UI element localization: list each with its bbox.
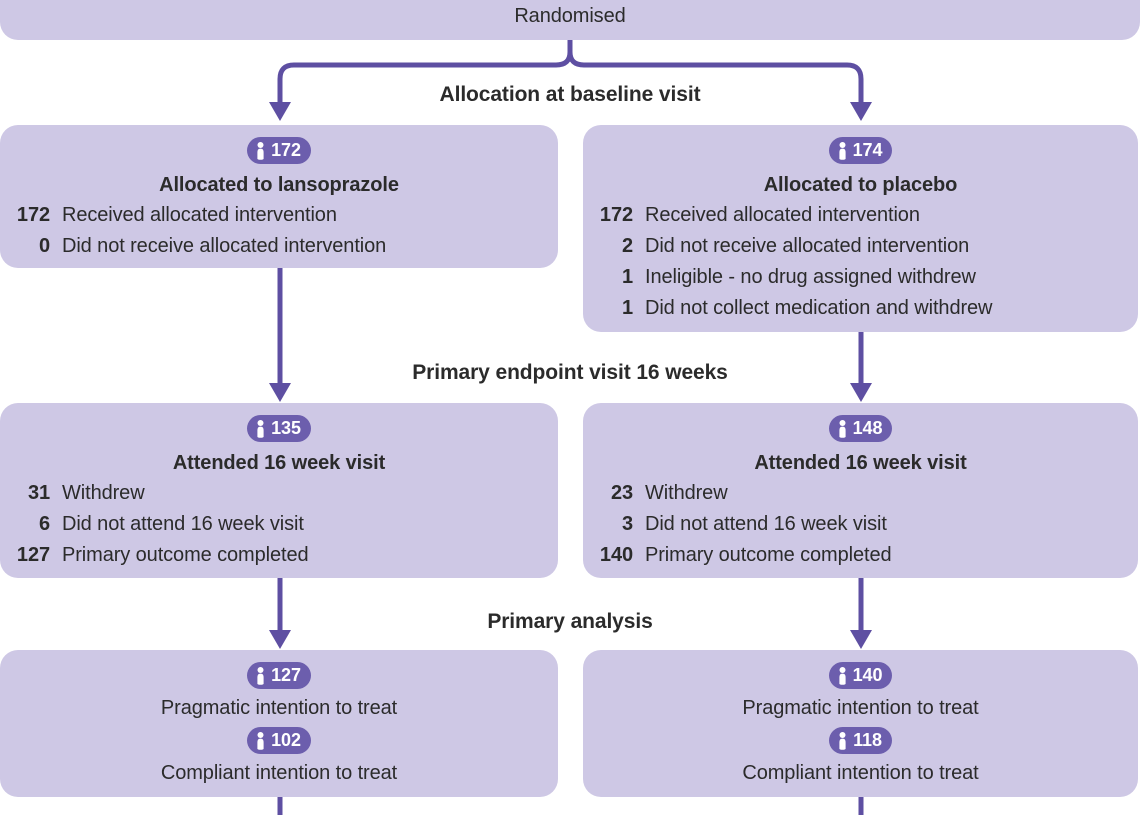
stat-label: Did not receive allocated intervention <box>645 235 970 257</box>
stat-label: Received allocated intervention <box>645 204 920 226</box>
stat-number: 23 <box>610 482 633 504</box>
count-value: 102 <box>271 730 301 750</box>
stat-label: Did not receive allocated intervention <box>62 235 387 257</box>
person-icon <box>839 731 846 750</box>
count-value: 172 <box>271 140 301 160</box>
box-title: Allocated to lansoprazole <box>159 174 399 196</box>
allocation-box-placebo: 174 Allocated to placebo 172 Received al… <box>583 125 1138 332</box>
stat-number: 172 <box>599 204 633 226</box>
stat-row: 6 Did not attend 16 week visit <box>8 509 558 540</box>
branch-line-right <box>567 38 864 103</box>
stat-row: 3 Did not attend 16 week visit <box>591 509 1138 540</box>
person-icon <box>839 419 846 438</box>
arrowhead-analysis-left <box>269 630 291 649</box>
section-label-analysis: Primary analysis <box>487 610 653 633</box>
stat-label: Did not attend 16 week visit <box>645 513 887 535</box>
stat-label: Withdrew <box>645 482 728 504</box>
stat-row: 0 Did not receive allocated intervention <box>8 231 558 262</box>
endpoint-box-lansoprazole: 135 Attended 16 week visit 31 Withdrew 6… <box>0 403 558 578</box>
stat-label: Primary outcome completed <box>62 544 309 566</box>
analysis-label: Pragmatic intention to treat <box>742 697 979 719</box>
stats-list: 31 Withdrew 6 Did not attend 16 week vis… <box>0 478 558 571</box>
participant-count-badge: 102 <box>247 727 311 754</box>
section-label-allocation: Allocation at baseline visit <box>439 83 701 106</box>
analysis-box-lansoprazole: 127 Pragmatic intention to treat 102 Com… <box>0 650 558 797</box>
participant-count-badge: 127 <box>247 662 311 689</box>
stat-row: 23 Withdrew <box>591 478 1138 509</box>
stat-row: 31 Withdrew <box>8 478 558 509</box>
person-icon <box>257 666 264 685</box>
count-value: 140 <box>852 665 883 685</box>
arrowhead-allocation-left <box>269 102 291 121</box>
stat-row: 1 Did not collect medication and withdre… <box>591 293 1138 324</box>
stat-row: 172 Received allocated intervention <box>591 200 1138 231</box>
box-title: Allocated to placebo <box>763 174 958 196</box>
stat-row: 1 Ineligible - no drug assigned withdrew <box>591 262 1138 293</box>
count-value: 174 <box>852 140 883 160</box>
randomised-label: Randomised <box>514 5 626 27</box>
stat-number: 0 <box>38 235 50 257</box>
stat-label: Did not attend 16 week visit <box>62 513 304 535</box>
stat-label: Did not collect medication and withdrew <box>645 297 993 319</box>
stat-label: Received allocated intervention <box>62 204 337 226</box>
stat-number: 6 <box>38 513 50 535</box>
stat-number: 1 <box>621 297 633 319</box>
count-value: 127 <box>271 665 301 685</box>
person-icon <box>839 666 846 685</box>
count-value: 148 <box>852 418 883 438</box>
stat-number: 140 <box>599 544 633 566</box>
stat-label: Ineligible - no drug assigned withdrew <box>645 266 976 288</box>
stats-list: 172 Received allocated intervention 0 Di… <box>0 200 558 262</box>
stat-label: Withdrew <box>62 482 145 504</box>
stat-number: 127 <box>16 544 50 566</box>
analysis-label: Compliant intention to treat <box>160 762 398 784</box>
participant-count-badge: 174 <box>828 137 893 164</box>
randomised-box: Randomised <box>0 0 1140 40</box>
stat-row: 127 Primary outcome completed <box>8 540 558 571</box>
count-value: 118 <box>853 730 882 750</box>
participant-count-badge: 148 <box>828 415 893 442</box>
participant-count-badge: 118 <box>829 727 892 754</box>
stat-number: 2 <box>621 235 633 257</box>
person-icon <box>839 141 846 160</box>
stat-row: 172 Received allocated intervention <box>8 200 558 231</box>
endpoint-box-placebo: 148 Attended 16 week visit 23 Withdrew 3… <box>583 403 1138 578</box>
arrowhead-analysis-right <box>850 630 872 649</box>
box-title: Attended 16 week visit <box>172 452 386 474</box>
stat-row: 2 Did not receive allocated intervention <box>591 231 1138 262</box>
allocation-box-lansoprazole: 172 Allocated to lansoprazole 172 Receiv… <box>0 125 558 268</box>
stats-list: 172 Received allocated intervention 2 Di… <box>583 200 1138 324</box>
analysis-label: Pragmatic intention to treat <box>160 697 398 719</box>
section-label-endpoint: Primary endpoint visit 16 weeks <box>412 361 728 384</box>
stat-number: 3 <box>621 513 633 535</box>
person-icon <box>257 419 264 438</box>
analysis-box-placebo: 140 Pragmatic intention to treat 118 Com… <box>583 650 1138 797</box>
arrowhead-endpoint-right <box>850 383 872 402</box>
stat-label: Primary outcome completed <box>645 544 892 566</box>
stat-number: 31 <box>27 482 50 504</box>
person-icon <box>257 731 264 750</box>
person-icon <box>257 141 264 160</box>
stats-list: 23 Withdrew 3 Did not attend 16 week vis… <box>583 478 1138 571</box>
arrowhead-endpoint-left <box>269 383 291 402</box>
stat-number: 172 <box>16 204 50 226</box>
stat-number: 1 <box>621 266 633 288</box>
arrowhead-allocation-right <box>850 102 872 121</box>
participant-count-badge: 140 <box>828 662 893 689</box>
participant-count-badge: 172 <box>247 137 311 164</box>
participant-count-badge: 135 <box>247 415 311 442</box>
stat-row: 140 Primary outcome completed <box>591 540 1138 571</box>
box-title: Attended 16 week visit <box>754 452 967 474</box>
analysis-label: Compliant intention to treat <box>742 762 979 784</box>
count-value: 135 <box>271 418 301 438</box>
